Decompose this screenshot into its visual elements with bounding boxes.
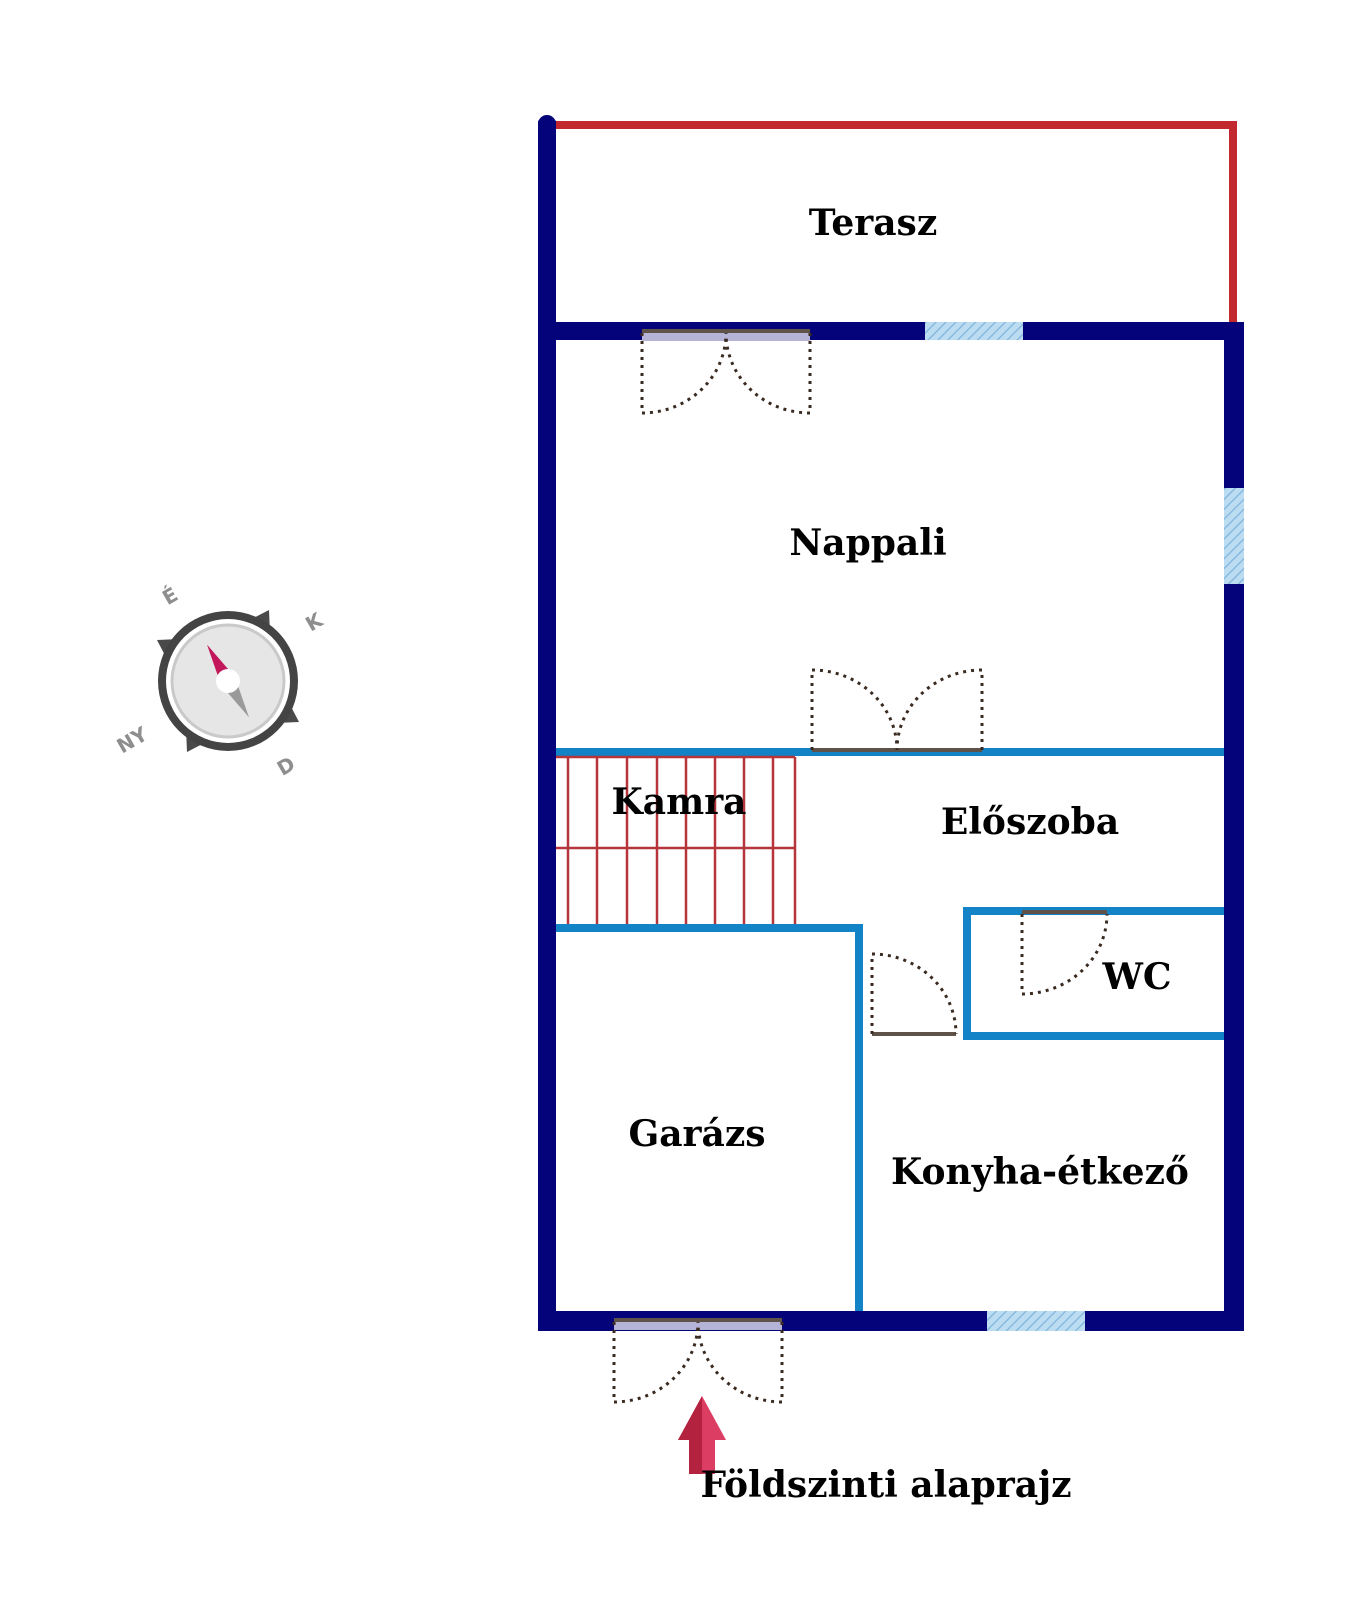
door-kitchen: [870, 952, 958, 1036]
plan-title: Földszinti alaprajz: [700, 1464, 1071, 1506]
doors: [612, 329, 1109, 1404]
compass-icon: É K D NY: [112, 582, 328, 780]
window-living-east: [1224, 488, 1244, 584]
door-entrance: [612, 1318, 784, 1404]
compass-south: D: [273, 751, 299, 780]
room-label-living-room: Nappali: [789, 522, 946, 564]
stairs: [556, 755, 797, 924]
compass-west: NY: [112, 722, 151, 759]
compass-north: É: [158, 582, 182, 610]
door-hall: [810, 668, 984, 752]
room-label-terrace: Terasz: [809, 202, 938, 244]
arrow-up-icon: [678, 1396, 726, 1474]
compass-east: K: [301, 607, 328, 636]
room-label-pantry: Kamra: [612, 781, 747, 823]
door-wc: [1020, 910, 1109, 996]
room-label-wc: WC: [1101, 956, 1171, 998]
room-label-garage: Garázs: [628, 1113, 765, 1155]
window-kitchen-south: [987, 1311, 1085, 1331]
windows: [925, 322, 1244, 1331]
room-label-hall: Előszoba: [941, 801, 1119, 843]
window-terrace: [925, 322, 1023, 340]
door-terrace: [640, 329, 812, 415]
terrace-outline: [548, 121, 1237, 325]
room-label-kitchen-dining: Konyha-étkező: [891, 1151, 1189, 1193]
